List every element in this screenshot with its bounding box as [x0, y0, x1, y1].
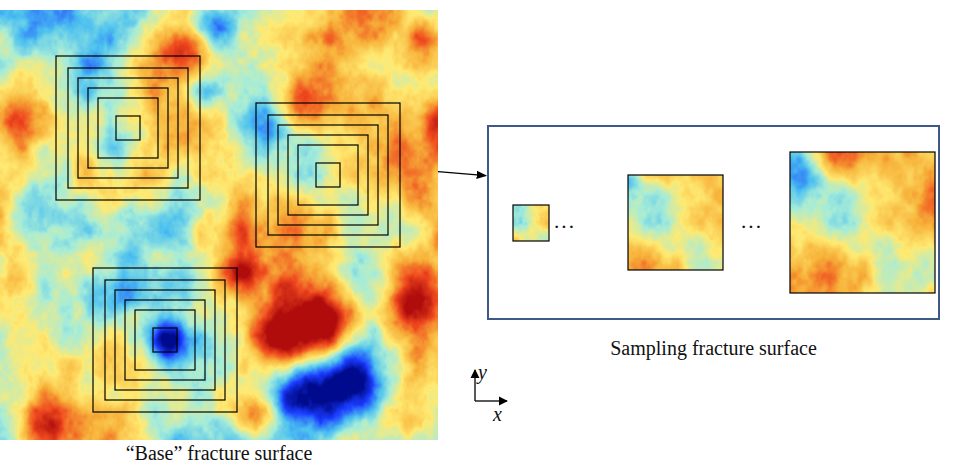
- panel-caption: Sampling fracture surface: [610, 337, 817, 359]
- axis-label: y: [478, 362, 487, 382]
- axis-label: x: [493, 404, 502, 424]
- ellipsis: ···: [553, 216, 575, 238]
- sample-large: [532, 61, 963, 467]
- base-surface-panel: “Base” fracture surface: [0, 10, 438, 440]
- sampling-arrow: [438, 172, 486, 176]
- sampling-squares: [56, 56, 400, 412]
- sample-small: [334, 124, 597, 382]
- base-surface-map: [0, 10, 438, 440]
- panel-caption: “Base” fracture surface: [126, 442, 313, 464]
- ellipsis: ···: [740, 216, 762, 238]
